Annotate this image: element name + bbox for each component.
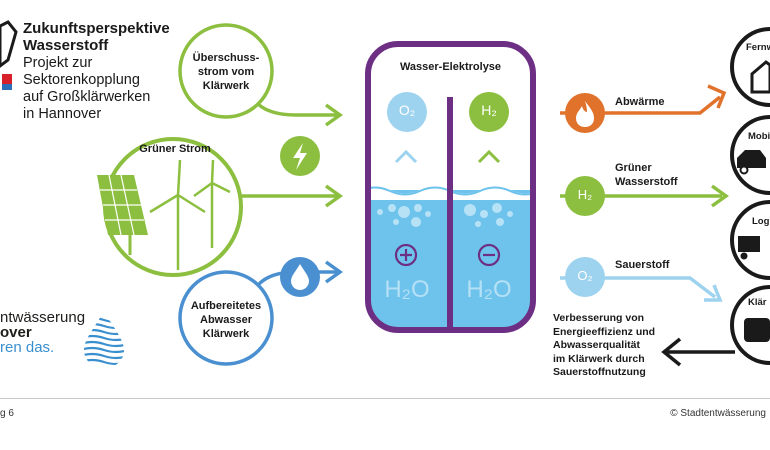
waste-heat-label: Abwärme [615,96,665,108]
city-crest-icon [0,20,18,90]
lightning-icon [293,143,307,170]
target-district-heating-label: Fernw [746,42,770,53]
o2-bubble [387,92,427,132]
h2-output-badge-label: H₂ [577,187,593,202]
treated-water-label: Aufbereitetes Abwasser Klärwerk [190,300,262,340]
arrow-waste-heat [560,95,722,115]
page-title: Zukunftsperspektive Wasserstoff [23,20,170,54]
target-plant-label: Klär [748,297,767,308]
car-icon [737,150,766,168]
flame-icon [576,101,594,127]
water-drop-logo-icon [84,316,124,366]
anode-plus-icon [394,243,418,267]
wind-turbine-icon [149,159,231,270]
chevron-up-icon [394,149,418,164]
h2-output-badge [565,176,605,216]
solar-panel-icon [97,174,148,255]
surplus-power-label: Überschuss- strom vom Klärwerk [192,52,260,92]
h2o-right-label: H₂O [466,276,512,303]
company-logo-text: ntwässerung over ren das. [0,310,85,355]
footer-divider [0,398,770,399]
copyright-notice: © Stadtentwässerung [670,408,766,419]
improvement-text: Verbesserung von Energieeffizienz und Ab… [553,312,656,378]
logo-line-2: over [0,324,32,341]
green-hydrogen-label: Grüner Wasserstoff [615,162,678,188]
diagram-canvas [97,23,770,367]
h2-bubble [469,92,509,132]
h2-bubble-label: H₂ [481,102,497,118]
water-drop-icon [291,264,309,290]
plant-tank-icon [744,318,770,342]
electrolysis-title: Wasser-Elektrolyse [399,61,502,73]
o2-output-badge-label: O₂ [577,268,593,283]
green-power-label: Grüner Strom [139,143,211,155]
logo-line-1: ntwässerung [0,309,86,326]
logo-line-3: ren das. [0,339,55,356]
target-district-heating-circle [730,27,770,107]
target-logistics-label: Logi [752,216,770,227]
o2-output-badge [565,257,605,297]
oxygen-label: Sauerstoff [615,259,670,271]
arrow-surplus [256,102,338,117]
page-number: g 6 [0,408,14,419]
surplus-power-circle [178,23,274,119]
cathode-minus-icon [477,243,501,267]
chevron-up-icon [477,149,501,164]
o2-bubble-label: O₂ [398,102,416,118]
water-input-circle [178,270,274,366]
target-mobility-label: Mobi [748,131,770,142]
house-icon [750,60,770,94]
page-subtitle: Projekt zur Sektorenkopplung auf Großklä… [23,55,151,122]
truck-icon [738,236,760,252]
h2o-left-label: H₂O [384,276,430,303]
